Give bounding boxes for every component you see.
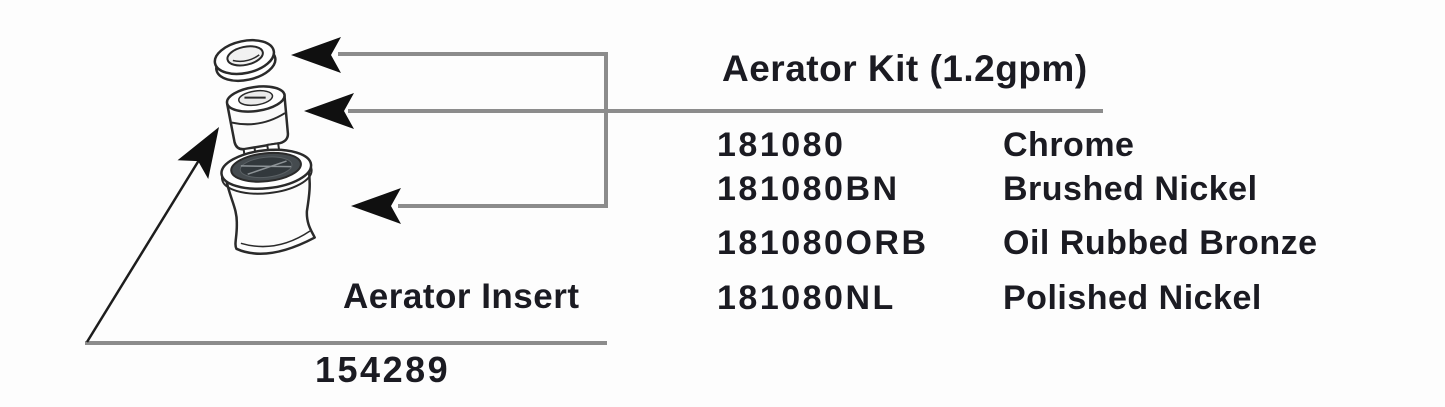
exploded-aerator-drawing	[213, 38, 316, 255]
kit-part-finish: Brushed Nickel	[1003, 170, 1258, 208]
arrow-to-housing-icon	[351, 188, 401, 224]
insert-part-number: 154289	[315, 349, 451, 390]
kit-part-number: 181080NL	[717, 279, 896, 317]
kit-part-finish: Oil Rubbed Bronze	[1003, 224, 1318, 262]
aerator-housing-icon	[220, 148, 316, 255]
aerator-insert-icon	[225, 85, 290, 159]
arrow-to-insert-icon	[304, 93, 354, 129]
arrow-to-insert-part-icon	[177, 127, 219, 180]
kit-part-number: 181080BN	[717, 170, 900, 208]
kit-title: Aerator Kit (1.2gpm)	[722, 48, 1088, 89]
kit-part-finish: Polished Nickel	[1003, 279, 1262, 317]
arrowheads	[177, 37, 401, 224]
insert-leader-line	[85, 151, 206, 343]
aerator-gasket-icon	[213, 38, 277, 83]
arrow-to-gasket-icon	[291, 37, 341, 73]
kit-part-number: 181080	[717, 126, 846, 164]
kit-part-number: 181080ORB	[717, 224, 929, 262]
connector-lines	[85, 52, 1103, 345]
insert-title: Aerator Insert	[343, 277, 580, 316]
kit-part-finish: Chrome	[1003, 126, 1135, 164]
